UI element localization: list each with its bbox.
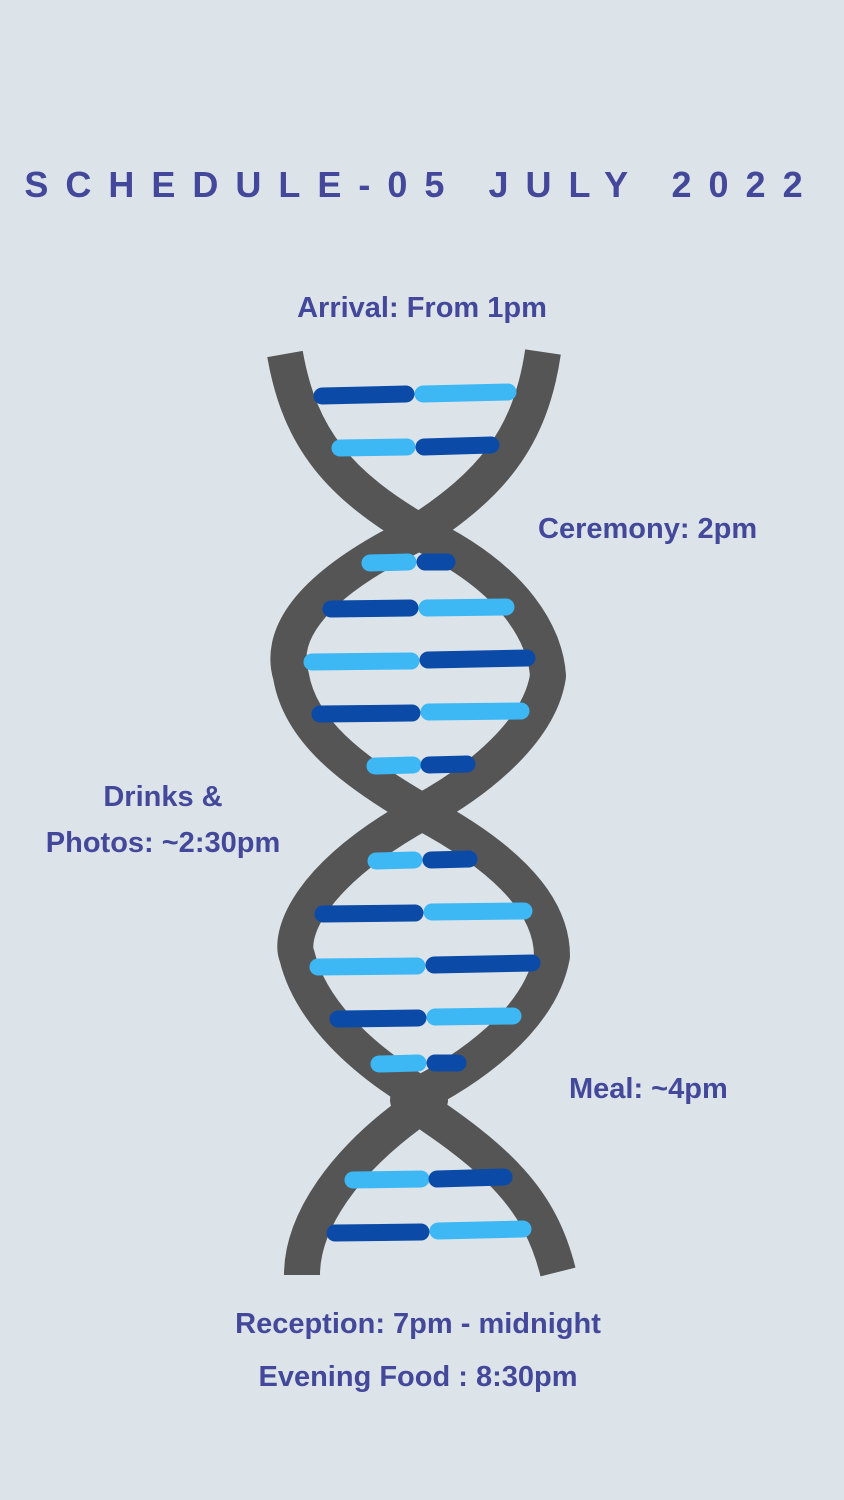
drinks-photos-label: Drinks & Photos: ~2:30pm	[20, 774, 306, 866]
ceremony-label: Ceremony: 2pm	[538, 513, 758, 545]
base-pair	[414, 383, 517, 403]
base-pair	[425, 954, 541, 974]
base-pair	[331, 438, 416, 457]
reception-label: Reception: 7pm - midnight	[235, 1308, 601, 1340]
base-pair	[314, 904, 424, 923]
meal-label: Meal: ~4pm	[569, 1073, 728, 1105]
base-pair	[329, 1009, 427, 1028]
base-pair	[303, 652, 420, 671]
arrival-label: Arrival: From 1pm	[297, 292, 547, 324]
base-pair	[422, 850, 478, 869]
base-pair	[428, 1168, 513, 1188]
base-pair	[313, 385, 415, 405]
base-pair	[418, 598, 515, 617]
drinks-label-line1: Drinks &	[103, 781, 223, 813]
schedule-title: SCHEDULE-05 JULY 2022	[24, 164, 820, 205]
base-pair	[370, 1054, 427, 1073]
base-pair	[326, 1223, 430, 1242]
base-pair	[415, 436, 500, 456]
base-pair	[419, 649, 536, 669]
base-pair	[426, 1007, 522, 1026]
base-pair	[429, 1220, 532, 1240]
dna-base-pairs	[303, 383, 541, 1242]
drinks-label-line2: Photos: ~2:30pm	[45, 827, 281, 859]
base-pair	[366, 756, 422, 775]
base-pair	[344, 1170, 430, 1189]
base-pair	[322, 599, 419, 618]
base-pair	[309, 957, 426, 976]
dna-strand-right	[390, 349, 576, 1277]
base-pair	[367, 851, 423, 870]
dna-strands	[267, 349, 576, 1277]
base-pair	[420, 755, 476, 774]
base-pair	[361, 553, 417, 572]
evening-food-label: Evening Food : 8:30pm	[258, 1361, 578, 1393]
base-pair	[423, 902, 533, 921]
base-pair	[311, 704, 421, 723]
base-pair	[420, 702, 530, 721]
